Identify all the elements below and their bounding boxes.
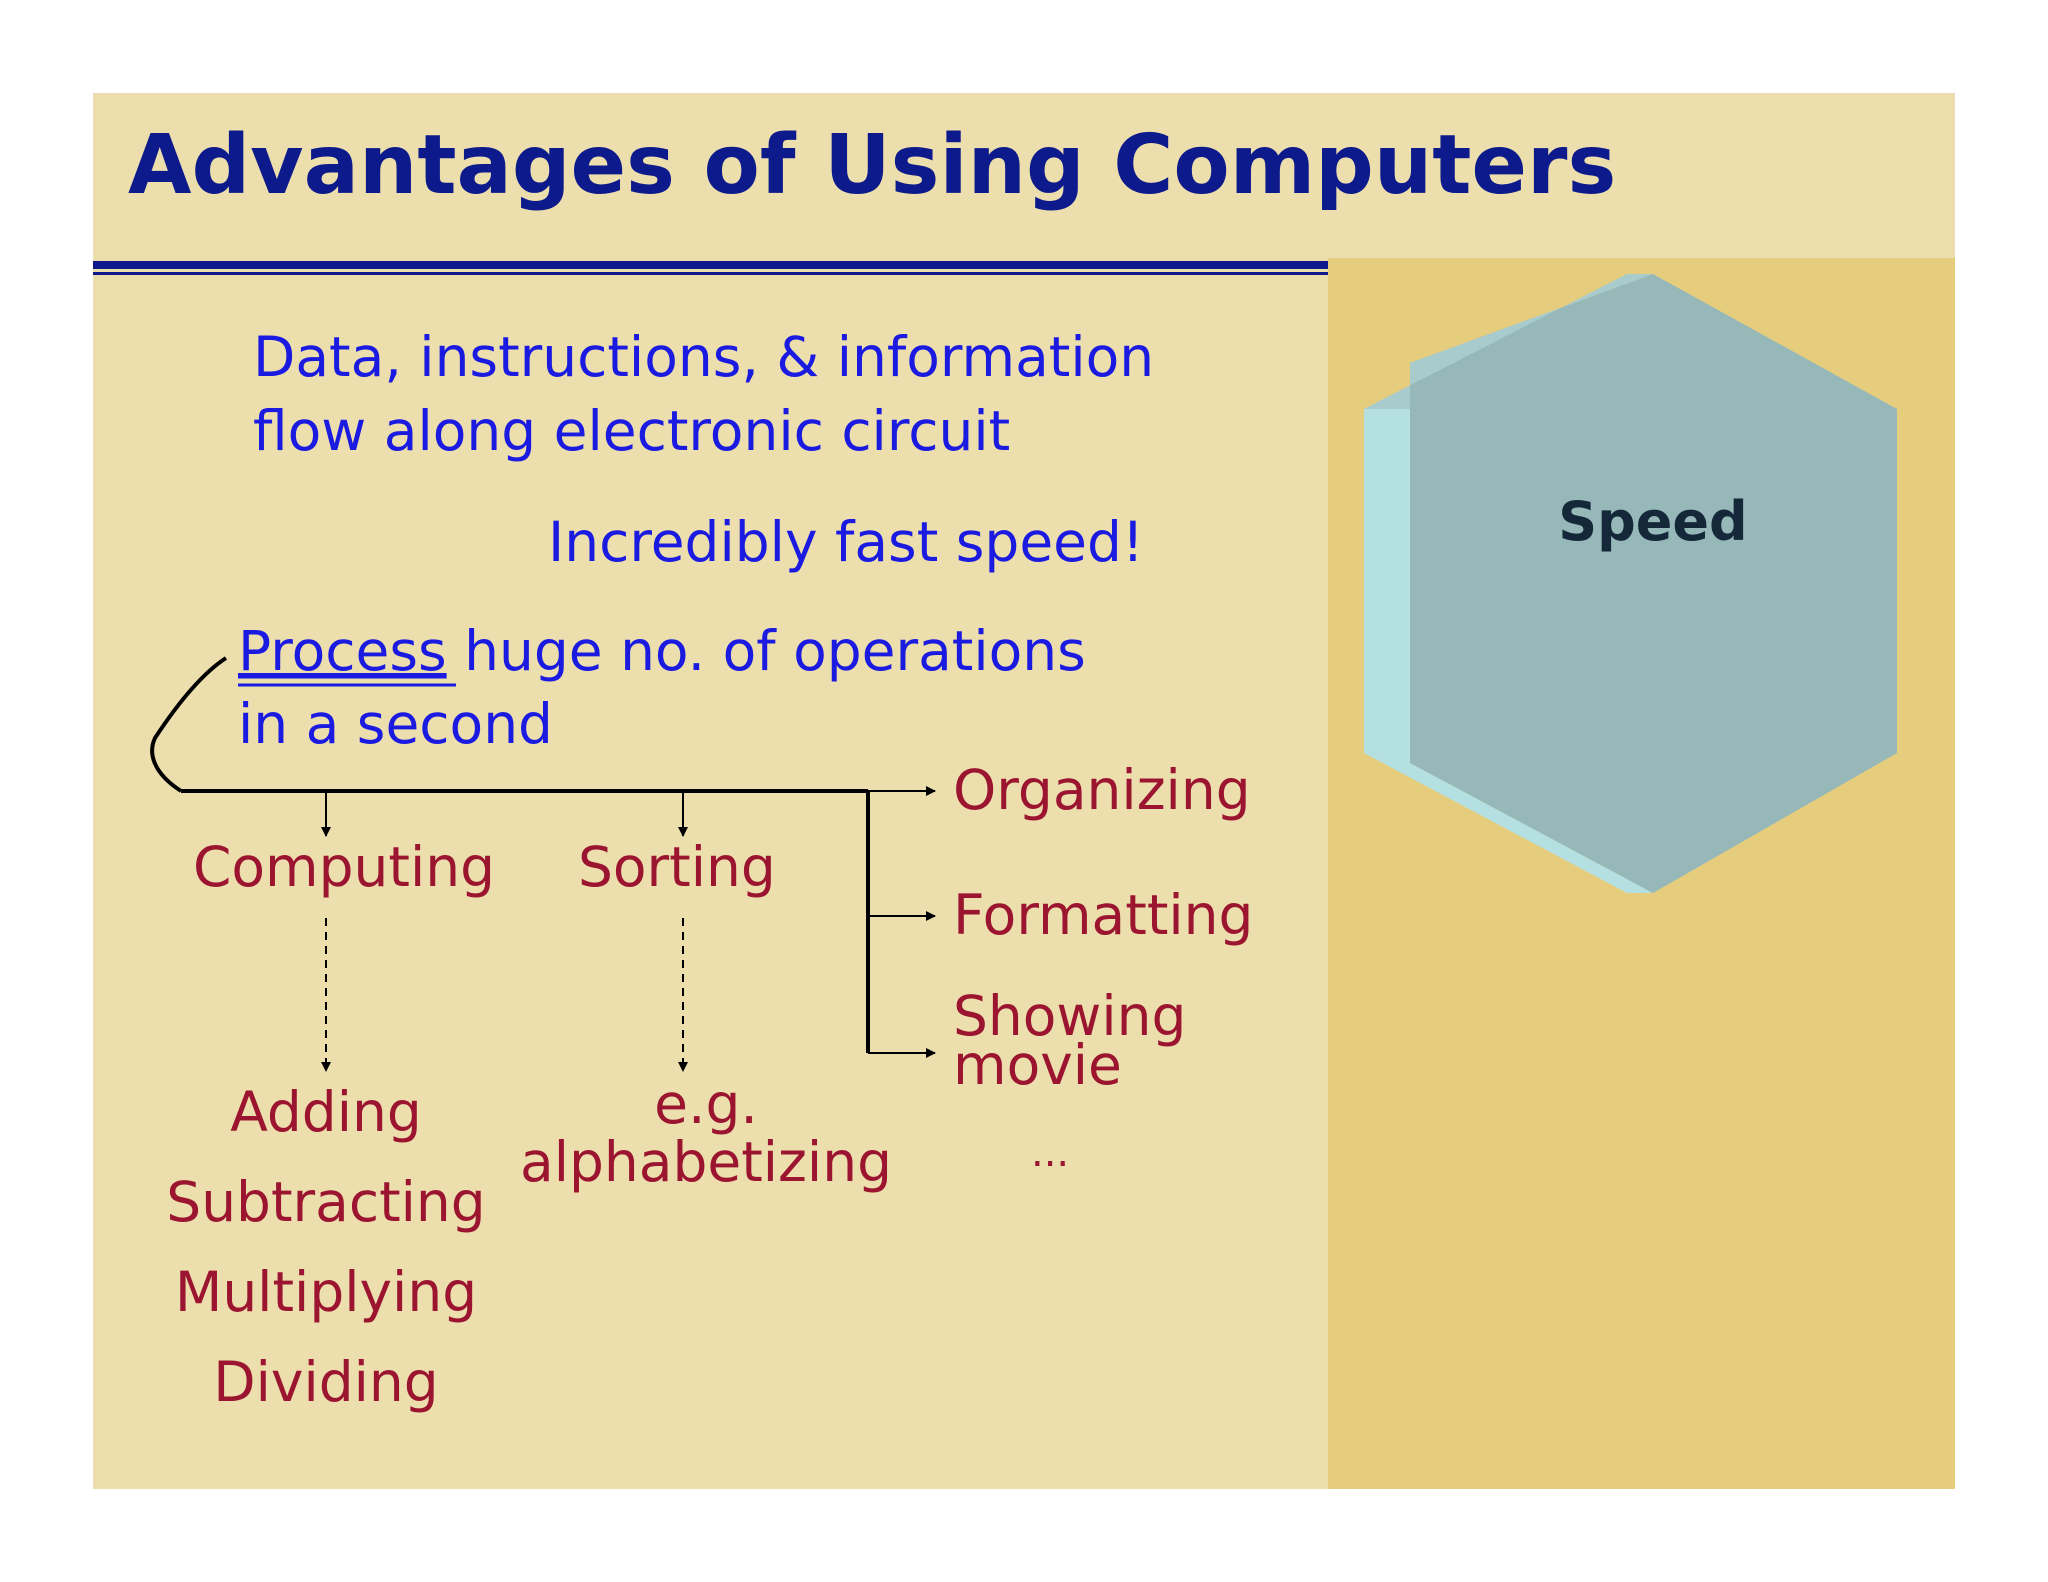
speed-hexagon: Speed [1364, 274, 1897, 893]
page-title: Advantages of Using Computers [128, 118, 1617, 213]
title-divider [93, 261, 1328, 275]
speed-diagram: Speed Data, instructions, & information … [150, 274, 1897, 1414]
hexagon-edge-shadow [1364, 409, 1653, 893]
dividing-label: Dividing [213, 1350, 438, 1414]
slide: Advantages of Using Computers Speed Data… [93, 93, 1955, 1489]
bracket-curve [150, 656, 228, 793]
hexagon-top-bevel [1364, 274, 1653, 409]
process-rest: huge no. of operations [447, 619, 1086, 683]
process-word: Process [238, 619, 447, 683]
eg-label: e.g. [654, 1072, 758, 1136]
process-line2: in a second [238, 692, 553, 756]
showing-label: Showing [953, 984, 1186, 1048]
alphabetizing-label: alphabetizing [520, 1130, 892, 1194]
process-line1: Process huge no. of operations [238, 619, 1086, 683]
organizing-label: Organizing [953, 758, 1251, 822]
adding-label: Adding [230, 1080, 422, 1144]
computing-label: Computing [193, 835, 495, 899]
flow-text-line1: Data, instructions, & information [253, 325, 1154, 389]
movie-label: movie [953, 1033, 1122, 1097]
subtracting-label: Subtracting [166, 1170, 485, 1234]
sorting-label: Sorting [578, 835, 776, 899]
hexagon-face [1410, 274, 1897, 893]
speed-claim: Incredibly fast speed! [548, 510, 1144, 574]
title-band: Advantages of Using Computers [93, 93, 1955, 258]
ellipsis-label: ... [1031, 1130, 1069, 1176]
speed-label: Speed [1558, 490, 1747, 553]
multiplying-label: Multiplying [175, 1260, 477, 1324]
flow-text-line2: flow along electronic circuit [253, 399, 1010, 463]
formatting-label: Formatting [953, 883, 1253, 947]
